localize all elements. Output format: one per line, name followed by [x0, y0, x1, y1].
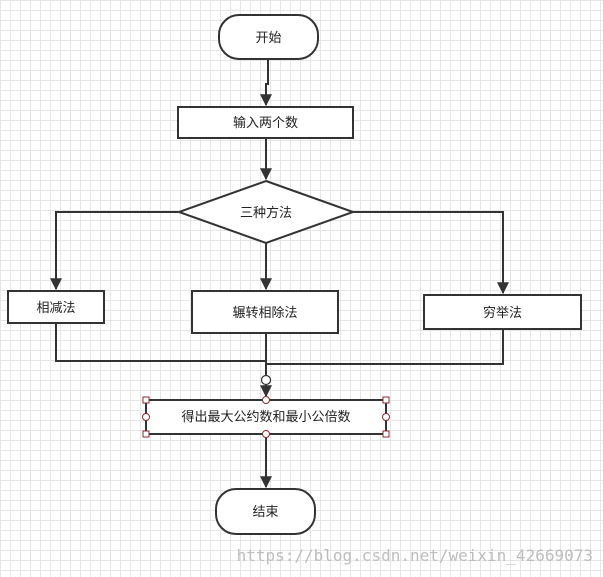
node-input[interactable]: 输入两个数 [177, 106, 354, 139]
edge-enumerate-to-merge [266, 329, 504, 365]
connectors [50, 59, 509, 489]
node-method-euclid[interactable]: 辗转相除法 [191, 290, 339, 334]
node-input-label: 输入两个数 [233, 115, 298, 131]
node-method-subtract-label: 相减法 [36, 301, 75, 316]
handle-top-left[interactable] [142, 396, 150, 404]
node-decision-label: 三种方法 [240, 205, 292, 221]
node-method-subtract[interactable]: 相减法 [7, 290, 105, 324]
handle-bottom-middle[interactable] [262, 430, 270, 438]
edge-subtract-to-merge [55, 323, 266, 362]
node-decision[interactable]: 三种方法 [176, 179, 356, 245]
watermark-url: https://blog.csdn.net/weixin_42669073 [236, 546, 593, 565]
merge-point-handle[interactable] [260, 374, 272, 386]
node-result[interactable]: 得出最大公约数和最小公倍数 [145, 399, 387, 435]
node-method-enumerate-label: 穷举法 [483, 305, 522, 321]
node-method-euclid-label: 辗转相除法 [232, 305, 297, 321]
handle-right-middle[interactable] [382, 413, 390, 421]
handle-bottom-right[interactable] [382, 430, 390, 438]
node-end-label: 结束 [252, 505, 278, 520]
handle-top-middle[interactable] [262, 396, 270, 404]
handle-left-middle[interactable] [142, 413, 150, 421]
handle-bottom-left[interactable] [142, 430, 150, 438]
handle-top-right[interactable] [382, 396, 390, 404]
node-start-label: 开始 [255, 31, 281, 46]
node-result-label: 得出最大公约数和最小公倍数 [181, 409, 350, 425]
node-method-enumerate[interactable]: 穷举法 [423, 294, 582, 330]
node-end[interactable]: 结束 [215, 488, 316, 535]
selection-handles[interactable] [142, 396, 390, 438]
edge-decision-to-enumerate [353, 211, 509, 295]
edge-start-to-input [260, 59, 272, 107]
edge-decision-to-subtract [50, 211, 178, 291]
node-start[interactable]: 开始 [218, 14, 319, 60]
